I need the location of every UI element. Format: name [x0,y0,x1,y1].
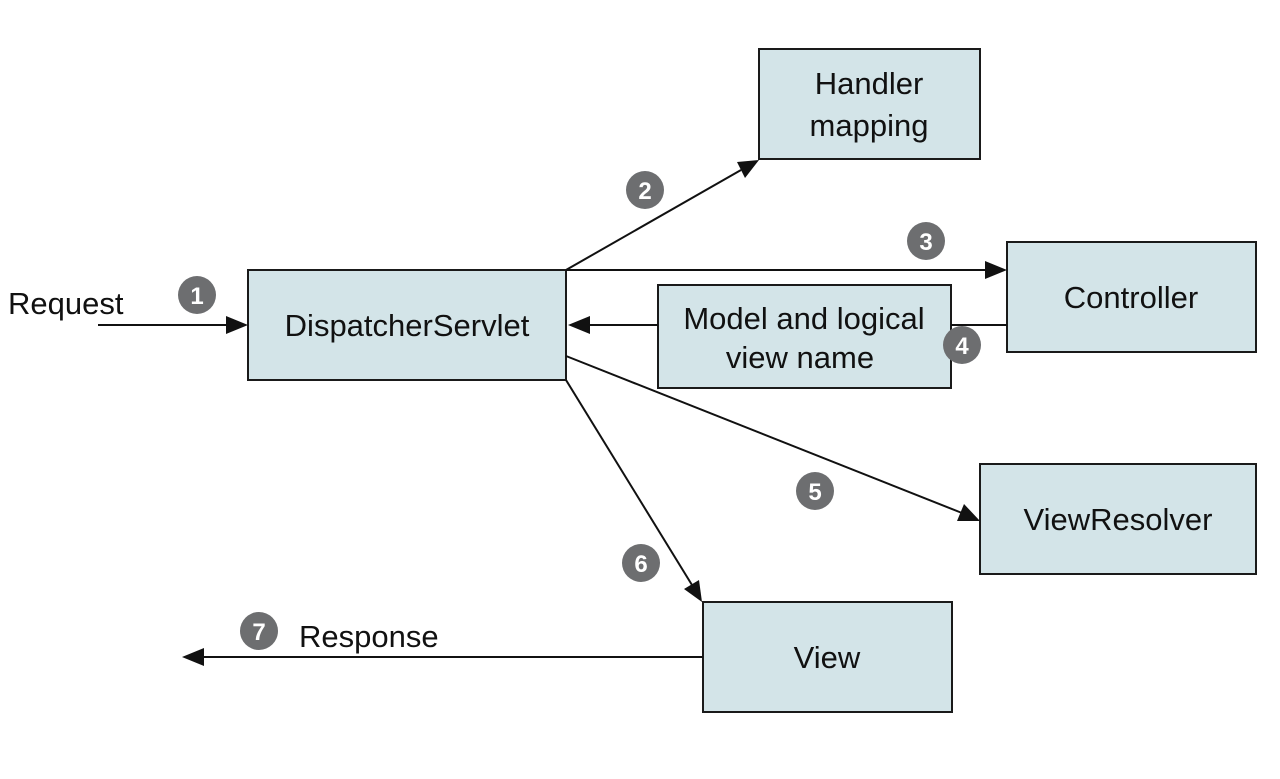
handler-mapping-arrow [565,160,759,271]
view-resolver-box: ViewResolver [979,463,1257,575]
step-number-3: 3 [919,229,932,256]
handler-mapping-label-line2: mapping [810,108,929,143]
step-marker-4: 4 [943,326,981,364]
step-marker-7: 7 [240,612,278,650]
controller-box: Controller [1006,241,1257,353]
model-view-name-box: Model and logical view name [657,284,952,389]
controller-label: Controller [1064,280,1198,315]
step-number-7: 7 [252,619,265,646]
handler-mapping-box: Handler mapping [758,48,981,160]
controller-arrow [566,261,1007,279]
step-number-4: 4 [955,333,969,360]
step-number-5: 5 [808,479,821,506]
view-box: View [702,601,953,713]
model-view-name-label-line2: view name [726,340,874,375]
dispatcher-servlet-label: DispatcherServlet [285,308,530,343]
step-marker-5: 5 [796,472,834,510]
step-number-1: 1 [190,283,203,310]
handler-mapping-label-line1: Handler [815,66,924,101]
step-marker-6: 6 [622,544,660,582]
model-view-name-label-line1: Model and logical [683,301,924,336]
step-marker-2: 2 [626,171,664,209]
view-label: View [794,640,861,675]
view-resolver-arrow [565,355,980,521]
view-arrow [565,379,702,602]
step-number-2: 2 [638,178,651,205]
step-marker-1: 1 [178,276,216,314]
model-return-arrow [568,316,658,334]
response-arrow [182,648,703,666]
request-arrow [98,316,248,334]
dispatcher-servlet-box: DispatcherServlet [247,269,567,381]
step-number-6: 6 [634,551,647,578]
view-resolver-label: ViewResolver [1024,502,1213,537]
step-marker-3: 3 [907,222,945,260]
request-label: Request [8,286,124,321]
response-label: Response [299,619,439,654]
